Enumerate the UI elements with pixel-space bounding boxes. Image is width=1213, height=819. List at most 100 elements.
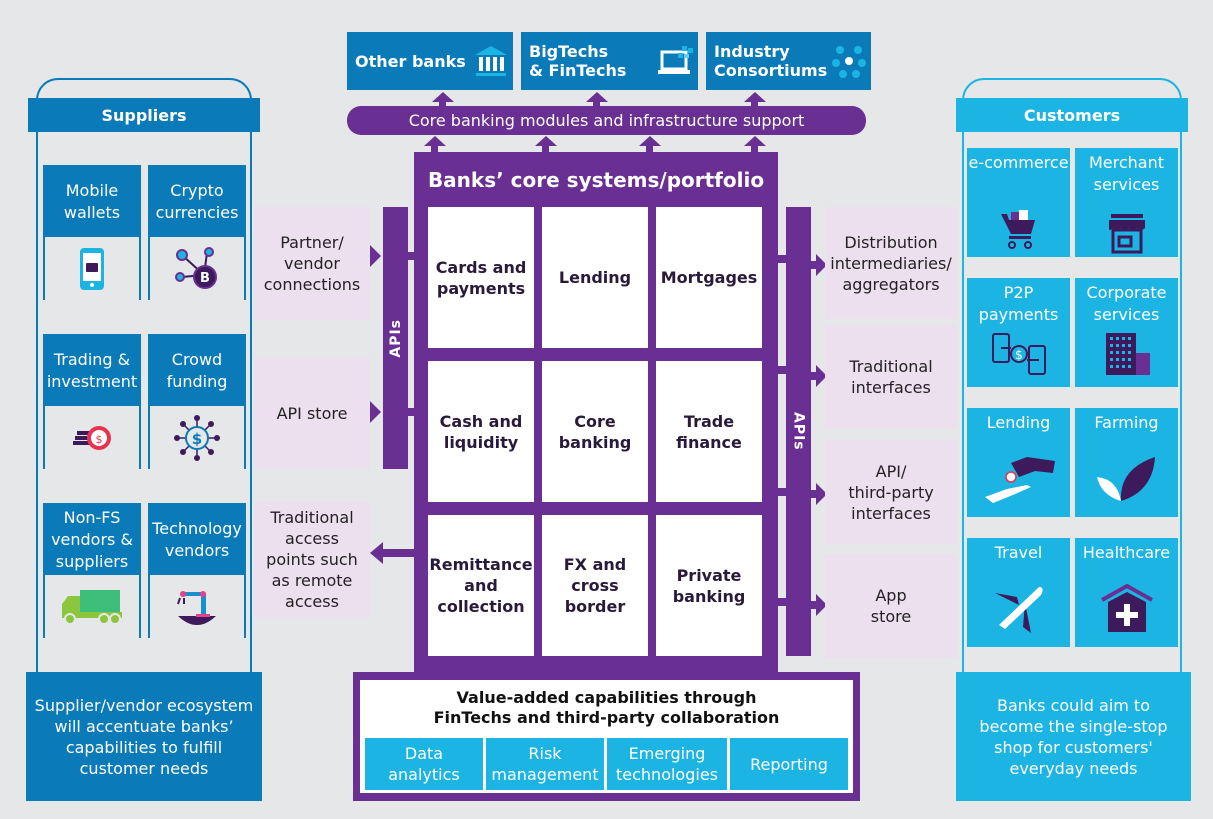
customer-tile-healthcare: Healthcare — [1075, 538, 1178, 647]
connector — [811, 261, 817, 269]
laptop-icon — [654, 41, 698, 81]
shopping-cart-icon — [967, 200, 1070, 256]
tile-label: Travel — [994, 543, 1043, 562]
suppliers-header: Suppliers — [28, 98, 260, 132]
tile-label: Healthcare — [1082, 543, 1171, 562]
tile-label: Trading &investment — [46, 350, 138, 391]
svg-text:$: $ — [1015, 348, 1023, 362]
customer-tile-farming: Farming — [1075, 408, 1178, 517]
up-arrow — [424, 136, 446, 154]
target-label: Other banks — [355, 51, 466, 71]
target-label-line: Consortiums — [714, 61, 828, 80]
up-arrow — [639, 136, 661, 154]
supplier-tile-trading-investment: Trading &investment $ — [43, 334, 141, 470]
suppliers-title: Suppliers — [101, 105, 187, 125]
core-cell-mortgages: Mortgages — [656, 207, 762, 348]
connector — [408, 408, 416, 416]
target-label: BigTechs& FinTechs — [529, 42, 654, 80]
right-arrow — [816, 254, 827, 276]
hand-coin-icon — [967, 452, 1070, 508]
apis-label: APIs — [387, 318, 404, 358]
bank-icon — [469, 41, 513, 81]
target-label-line: BigTechs — [529, 42, 609, 61]
tile-label: Lending — [986, 413, 1051, 432]
connector — [778, 598, 786, 606]
connector — [811, 372, 817, 380]
connector — [382, 549, 416, 557]
apis-label: APIs — [790, 412, 807, 451]
core-cell-lending: Lending — [542, 207, 648, 348]
core-banking-modules-bar: Core banking modules and infrastructure … — [347, 106, 866, 135]
connector — [811, 490, 817, 498]
svg-text:$: $ — [96, 433, 103, 446]
mobile-wallet-icon — [45, 237, 139, 301]
suppliers-panel-outline — [36, 78, 252, 678]
connector — [778, 366, 786, 374]
customer-tile-lending: Lending — [967, 408, 1070, 517]
apis-bar-left: APIs — [383, 207, 408, 469]
target-label-line: & FinTechs — [529, 61, 627, 80]
right-arrow — [370, 401, 381, 423]
right-arrow — [370, 245, 381, 267]
right-arrow — [816, 365, 827, 387]
customer-tile-e-commerce: e-commerce — [967, 148, 1070, 257]
core-bar-label: Core banking modules and infrastructure … — [408, 111, 805, 130]
customer-tile-travel: Travel — [967, 538, 1070, 647]
connector — [778, 255, 786, 263]
connector — [778, 488, 786, 496]
customers-header: Customers — [956, 98, 1188, 132]
p2p-transfer-icon: $ — [967, 326, 1070, 382]
apis-bar-right: APIs — [786, 207, 811, 656]
up-arrow — [744, 136, 766, 154]
left-arrow — [370, 542, 383, 564]
connector — [408, 252, 416, 260]
bitcoin-network-icon: B — [150, 237, 244, 301]
right-arrow — [816, 594, 827, 616]
target-label-line: Industry — [714, 42, 790, 61]
leaf-icon — [1075, 452, 1178, 508]
input-api-store: API store — [254, 357, 370, 469]
connector — [811, 601, 817, 609]
right-arrow — [816, 483, 827, 505]
coins-icon: $ — [45, 406, 139, 470]
customers-panel-outline — [962, 78, 1182, 678]
svg-text:$: $ — [192, 430, 202, 448]
svg-text:B: B — [200, 271, 210, 286]
truck-icon — [45, 575, 139, 639]
